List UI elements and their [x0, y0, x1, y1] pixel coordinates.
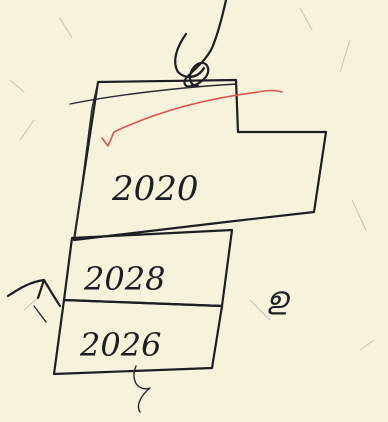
pin-scribble-icon	[70, 0, 236, 104]
bottom-label: 2026	[79, 326, 161, 364]
tail-mark	[134, 366, 150, 412]
top-box	[74, 80, 326, 240]
check-mark-icon	[102, 91, 282, 147]
side-symbol: ഉ	[266, 281, 291, 316]
middle-label: 2028	[83, 260, 165, 298]
top-label: 2020	[111, 169, 199, 209]
